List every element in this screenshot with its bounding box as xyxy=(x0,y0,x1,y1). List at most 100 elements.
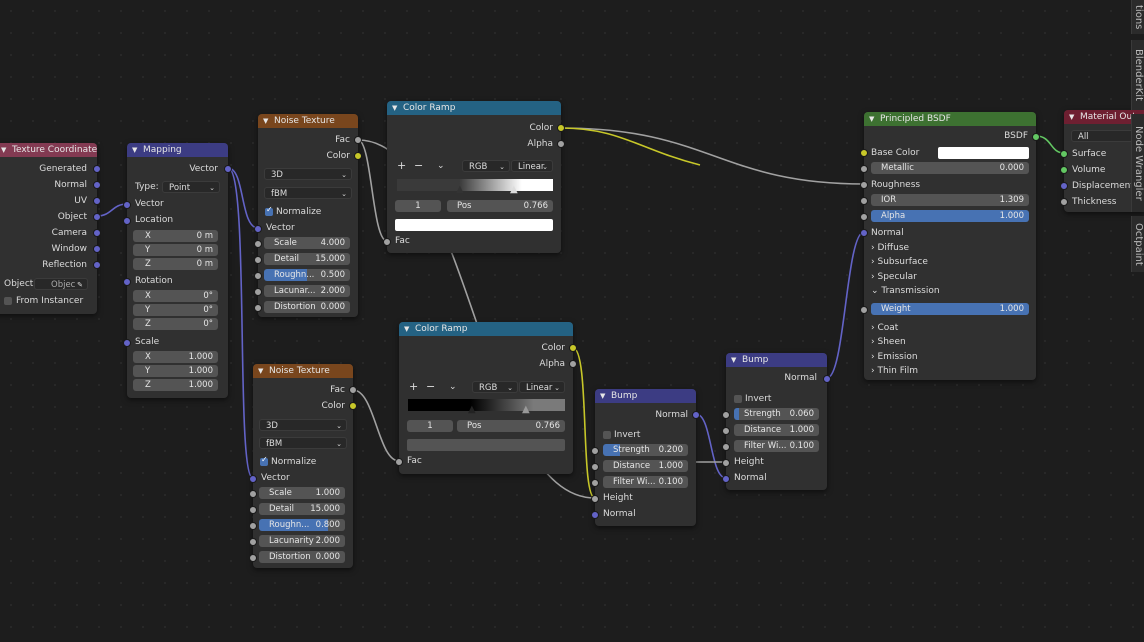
color-ramp-gradient[interactable] xyxy=(408,399,565,411)
roughness-field[interactable]: Roughn...0.500 xyxy=(264,269,350,281)
add-stop-button[interactable]: + xyxy=(397,159,407,172)
ramp-menu-chevron-icon[interactable]: ⌄ xyxy=(449,382,457,392)
material-output-node[interactable]: ▼Material Outp All Surface Volume Displa… xyxy=(1060,110,1144,212)
stop-color-swatch[interactable] xyxy=(395,219,553,231)
dimensions-dropdown[interactable]: 3D⌄ xyxy=(259,419,347,431)
invert-checkbox[interactable] xyxy=(734,395,742,403)
socket-window[interactable] xyxy=(93,245,101,253)
socket-color[interactable] xyxy=(569,344,577,352)
mapping-header[interactable]: ▼Mapping xyxy=(127,143,228,157)
filter-width-field[interactable]: Filter Wi...0.100 xyxy=(734,440,819,452)
socket-ior[interactable] xyxy=(860,197,868,205)
add-stop-button[interactable]: + xyxy=(409,380,419,393)
socket-bsdf[interactable] xyxy=(1032,133,1040,141)
collapse-chevron-icon[interactable]: ▼ xyxy=(263,117,269,125)
base-color-swatch[interactable] xyxy=(938,147,1029,159)
color-ramp-gradient[interactable] xyxy=(397,179,553,191)
socket-alpha[interactable] xyxy=(557,140,565,148)
remove-stop-button[interactable]: − xyxy=(426,380,436,393)
noise-texture-node-2[interactable]: ▼Noise Texture Fac Color 3D⌄ fBM⌄ Normal… xyxy=(249,364,357,568)
socket-detail[interactable] xyxy=(249,506,257,514)
socket-distortion[interactable] xyxy=(254,304,262,312)
ramp-stop-left[interactable]: ▲ xyxy=(456,184,464,195)
panel-thin-film[interactable]: › Thin Film xyxy=(871,366,919,376)
panel-subsurface[interactable]: › Subsurface xyxy=(871,257,928,267)
interpolation-dropdown[interactable]: Linear⌄ xyxy=(519,381,565,393)
panel-transmission[interactable]: ⌄ Transmission xyxy=(871,286,940,296)
socket-out-normal[interactable] xyxy=(692,411,700,419)
principled-bsdf-node[interactable]: ▼Principled BSDF BSDF Base Color Metalli… xyxy=(860,112,1040,380)
socket-roughness[interactable] xyxy=(860,181,868,189)
principled-bsdf-header[interactable]: ▼Principled BSDF xyxy=(864,112,1036,126)
socket-roughness[interactable] xyxy=(249,522,257,530)
socket-fac[interactable] xyxy=(349,386,357,394)
normalize-checkbox[interactable] xyxy=(260,455,268,466)
socket-scale[interactable] xyxy=(254,240,262,248)
color-mode-dropdown[interactable]: RGB⌄ xyxy=(462,160,510,172)
socket-object[interactable] xyxy=(93,213,101,221)
stop-index-field[interactable]: 1 xyxy=(395,200,441,212)
collapse-chevron-icon[interactable]: ▼ xyxy=(869,115,875,123)
socket-vector[interactable] xyxy=(249,475,257,483)
noise-type-dropdown[interactable]: fBM⌄ xyxy=(259,437,347,449)
socket-distance[interactable] xyxy=(591,463,599,471)
filter-width-field[interactable]: Filter Wi...0.100 xyxy=(603,476,688,488)
socket-alpha[interactable] xyxy=(569,360,577,368)
ramp-stop-left[interactable]: ▲ xyxy=(468,404,476,415)
target-dropdown[interactable]: All xyxy=(1071,130,1144,142)
panel-specular[interactable]: › Specular xyxy=(871,272,917,282)
socket-normal[interactable] xyxy=(93,181,101,189)
collapse-chevron-icon[interactable]: ▼ xyxy=(731,356,737,364)
socket-in-normal[interactable] xyxy=(591,511,599,519)
bump-header[interactable]: ▼Bump xyxy=(595,389,696,403)
socket-in-vector[interactable] xyxy=(123,201,131,209)
invert-checkbox[interactable] xyxy=(603,431,611,439)
sidebar-tab-blenderkit[interactable]: BlenderKit xyxy=(1131,40,1144,110)
noise-texture-node-1[interactable]: ▼Noise Texture Fac Color 3D⌄ fBM⌄ Normal… xyxy=(254,114,362,317)
ramp-menu-chevron-icon[interactable]: ⌄ xyxy=(437,161,445,171)
socket-fac[interactable] xyxy=(395,458,403,466)
socket-camera[interactable] xyxy=(93,229,101,237)
interpolation-dropdown[interactable]: Linear⌄ xyxy=(511,160,553,172)
texture-coordinate-node[interactable]: ▼Texture Coordinate Generated Normal UV … xyxy=(0,143,101,314)
socket-alpha[interactable] xyxy=(860,213,868,221)
socket-detail[interactable] xyxy=(254,256,262,264)
collapse-chevron-icon[interactable]: ▼ xyxy=(600,392,606,400)
color-ramp-header[interactable]: ▼Color Ramp xyxy=(387,101,561,115)
socket-filter-width[interactable] xyxy=(591,479,599,487)
ramp-stop-right[interactable]: ▲ xyxy=(522,404,530,415)
noise-texture-header[interactable]: ▼Noise Texture xyxy=(258,114,358,128)
socket-thickness[interactable] xyxy=(1060,198,1068,206)
socket-roughness[interactable] xyxy=(254,272,262,280)
socket-distortion[interactable] xyxy=(249,554,257,562)
color-ramp-header[interactable]: ▼Color Ramp xyxy=(399,322,573,336)
socket-color[interactable] xyxy=(354,152,362,160)
socket-metallic[interactable] xyxy=(860,165,868,173)
sidebar-tab-options[interactable]: tions xyxy=(1131,0,1144,34)
socket-in-normal[interactable] xyxy=(722,475,730,483)
socket-distance[interactable] xyxy=(722,427,730,435)
noise-type-dropdown[interactable]: fBM⌄ xyxy=(264,187,352,199)
lacunarity-field[interactable]: Lacunar...2.000 xyxy=(264,285,350,297)
type-dropdown[interactable]: Point⌄ xyxy=(162,181,220,193)
dimensions-dropdown[interactable]: 3D⌄ xyxy=(264,168,352,180)
socket-fac[interactable] xyxy=(383,238,391,246)
